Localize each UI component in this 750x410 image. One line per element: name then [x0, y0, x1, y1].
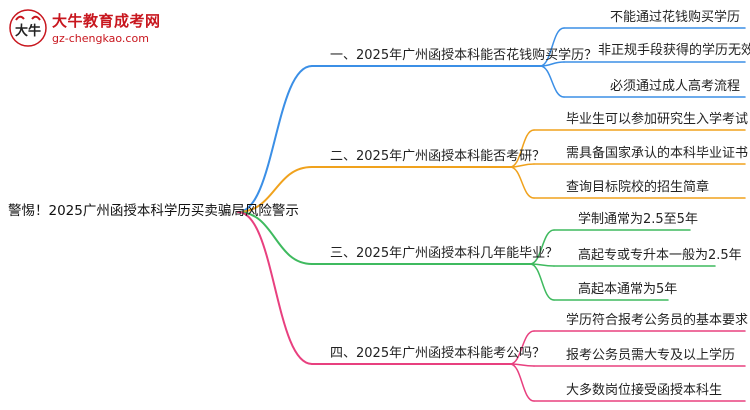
leaf-3-1: 学制通常为2.5至5年 — [578, 212, 698, 227]
leaf-3-3-curve — [529, 263, 555, 301]
branch-2-label: 二、2025年广州函授本科能否考研？ — [330, 149, 546, 164]
logo-title: 大牛教育成考网 — [52, 12, 161, 30]
leaf-1-3-curve — [539, 65, 565, 98]
branch-2-curve — [237, 166, 313, 213]
leaf-2-3-curve — [509, 166, 535, 199]
branch-4-curve — [237, 211, 313, 365]
leaf-3-2: 高起专或专升本一般为2.5年 — [578, 248, 742, 263]
leaf-1-1-curve — [539, 27, 565, 67]
bull-logo-icon: 大牛 — [9, 9, 47, 47]
logo-url: gz-chengkao.com — [52, 32, 149, 45]
leaf-4-3: 大多数岗位接受函授本科生 — [566, 383, 723, 398]
logo-mark-text: 大牛 — [15, 23, 41, 39]
leaf-3-3: 高起本通常为5年 — [578, 282, 678, 297]
leaf-4-3-curve — [509, 363, 535, 402]
leaf-4-1: 学历符合报考公务员的基本要求 — [566, 313, 749, 328]
leaf-2-1: 毕业生可以参加研究生入学考试 — [566, 112, 749, 127]
branch-1-curve — [237, 65, 313, 213]
branch-3-curve — [237, 211, 313, 265]
leaf-3-1-curve — [529, 229, 555, 265]
branch-3-label: 三、2025年广州函授本科几年能毕业？ — [330, 246, 559, 261]
leaf-2-1-curve — [509, 129, 535, 168]
site-logo[interactable]: 大牛 大牛教育成考网 gz-chengkao.com — [8, 8, 188, 52]
branch-1-label: 一、2025年广州函授本科能否花钱购买学历？ — [330, 48, 598, 63]
leaf-1-2: 非正规手段获得的学历无效 — [598, 43, 750, 58]
leaf-4-2: 报考公务员需大专及以上学历 — [566, 348, 736, 363]
leaf-1-3: 必须通过成人高考流程 — [610, 79, 741, 94]
leaf-2-3: 查询目标院校的招生简章 — [566, 180, 710, 195]
leaf-4-1-curve — [509, 330, 535, 365]
root-topic: 警惕！2025广州函授本科学历买卖骗局风险警示 — [8, 203, 299, 219]
branch-4-label: 四、2025年广州函授本科能考公吗？ — [330, 346, 546, 361]
leaf-1-1: 不能通过花钱购买学历 — [610, 10, 741, 25]
leaf-2-2: 需具备国家承认的本科毕业证书 — [566, 146, 749, 161]
